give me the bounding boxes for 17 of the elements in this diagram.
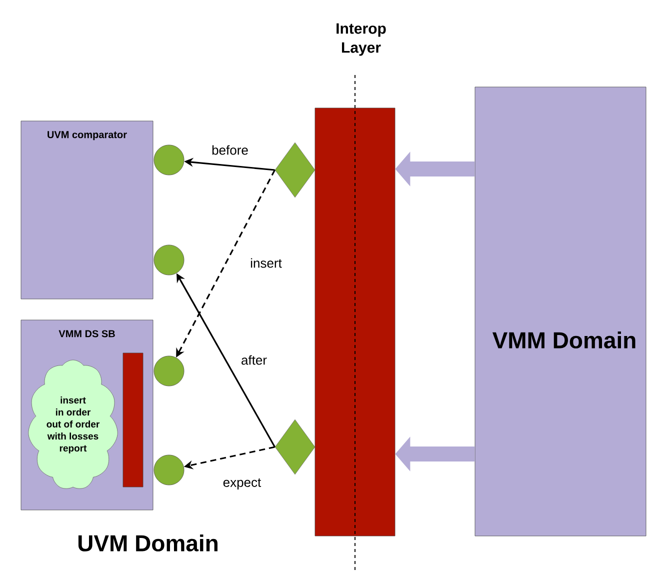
- port-circle: [154, 356, 184, 386]
- interop-layer-bar: Interop Layer: [314, 23, 396, 536]
- domain-box: VMM Domain: [474, 86, 646, 536]
- component-box: UVM comparator: [20, 120, 154, 300]
- port-circle: [154, 144, 184, 176]
- port-circle: [154, 244, 184, 276]
- node-label: Interop Layer: [336, 23, 386, 56]
- bar: [122, 352, 144, 488]
- connector-diamond: [274, 419, 316, 475]
- cloud: insert in order out of order with losses report: [28, 360, 118, 489]
- connector-diamond: [274, 142, 316, 198]
- edge-label: insert: [249, 257, 283, 269]
- port-circle: [154, 454, 184, 486]
- edge-label: before: [210, 144, 250, 156]
- edge-label: after: [240, 354, 268, 366]
- edge-label: expect: [222, 477, 262, 491]
- domain-label: UVM Domain: [78, 534, 218, 552]
